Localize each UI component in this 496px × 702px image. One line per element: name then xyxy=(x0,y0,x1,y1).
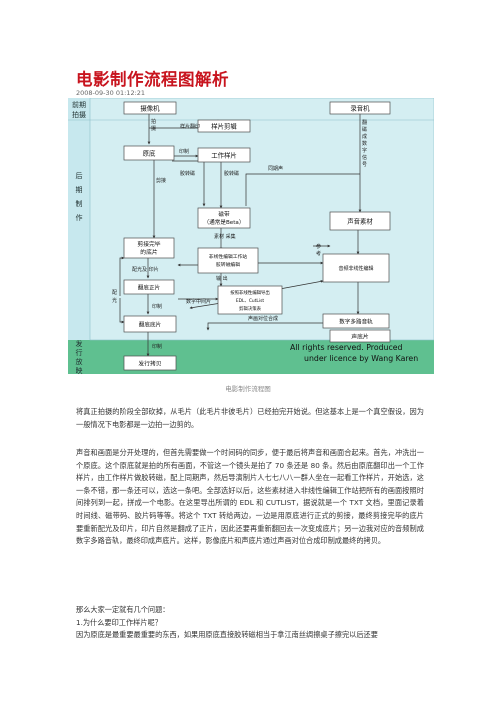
node-release-print xyxy=(123,355,177,371)
edge-ref-1: 参 xyxy=(316,243,321,250)
edge-material: 素材 采集 xyxy=(214,233,236,240)
edge-grade-1: 配 xyxy=(112,290,117,296)
flowchart: 前期 拍摄 后 期 制 作 发 行 放 映 xyxy=(68,98,434,374)
edge-mag-4: 数 xyxy=(362,140,367,147)
node-edl xyxy=(217,285,283,315)
edge-mag-6: 信 xyxy=(362,154,367,161)
node-recorder-label: 录音机 xyxy=(350,104,370,113)
paragraph-1: 将真正拍摄的阶段全部砍掉，从毛片（此毛片非彼毛片）已经拍完开始说。但这基本上是一… xyxy=(76,407,424,429)
node-recorder xyxy=(329,101,391,115)
node-sound-nle xyxy=(322,253,390,283)
paragraph-intro: 将真正拍摄的阶段全部砍掉，从毛片（此毛片非彼毛片）已经拍完开始说。但这基本上是一… xyxy=(76,406,424,431)
node-edl-line2: EDL、CutList xyxy=(236,298,265,304)
edge-mag-7: 号 xyxy=(362,162,367,168)
rights-line1: All rights reserved. Produced xyxy=(290,343,403,352)
edge-mag-3: 成 xyxy=(362,133,367,140)
edge-shoot-1: 拍 xyxy=(151,118,156,125)
label-pre-1: 前期 xyxy=(72,100,86,109)
label-post-4: 作 xyxy=(76,213,83,222)
edge-print-3: 印制 xyxy=(152,343,162,350)
rights-line2: under licence by Wang Karen xyxy=(304,354,418,363)
node-camera xyxy=(123,101,177,115)
node-sound-nle-label: 音频非线性编辑 xyxy=(338,265,373,272)
node-tape xyxy=(197,207,251,229)
node-sound-negative xyxy=(329,329,391,343)
node-sound-neg-label: 声底片 xyxy=(351,333,369,341)
figure-caption: 电影制作流程图 xyxy=(225,385,271,393)
edge-sync-print: 声画对位合成 xyxy=(248,315,278,322)
node-interpos-label: 翻底正片 xyxy=(138,284,161,292)
article-title: 电影制作流程图解析 xyxy=(76,70,229,89)
edge-mag-2: 磁 xyxy=(362,126,367,133)
node-nle-line2: 胶转磁编辑 xyxy=(216,261,240,268)
node-edl-line3: 剪辑决策表 xyxy=(239,305,262,312)
node-interpositive xyxy=(123,279,175,295)
node-edl-line1: 按照非线性编辑导出 xyxy=(230,289,270,296)
node-camera-label: 摄像机 xyxy=(140,104,160,113)
label-release-4: 映 xyxy=(76,366,83,374)
paragraph-3: 那么大家一定就有几个问题： xyxy=(76,605,170,614)
node-digital-track xyxy=(322,313,390,329)
label-release-3: 放 xyxy=(76,357,83,366)
node-cut-neg-line2: 的底片 xyxy=(140,248,158,256)
node-nle xyxy=(197,247,259,274)
edge-export: 输 出 xyxy=(216,275,228,282)
paragraph-questions: 那么大家一定就有几个问题： 1.为什么要印工作样片呢？ 因为原底是最重要最重要的… xyxy=(76,604,424,642)
node-digital-track-label: 数字多路音轨 xyxy=(339,318,373,326)
paragraph-4: 因为原底是最重要最重要的东西，如果用原底直接胶转磁相当于拿江南丝绸擦桌子擦完以后… xyxy=(76,630,378,640)
node-workprint-label: 工作样片 xyxy=(211,151,237,160)
edge-print: 印制 xyxy=(179,148,189,155)
edge-telecine-1: 胶转磁 xyxy=(180,170,195,177)
node-tape-line2: （通常是Beta） xyxy=(204,218,245,226)
node-dailies-label: 样片剪辑 xyxy=(211,122,237,131)
question-1: 1.为什么要印工作样片呢？ xyxy=(76,617,162,627)
edge-print-2: 印制 xyxy=(152,303,162,310)
node-cut-neg-line1: 剪接完毕 xyxy=(137,240,160,248)
edge-mag-5: 字 xyxy=(362,147,367,154)
node-release-label: 发行拷贝 xyxy=(138,360,161,368)
edge-digital-inter: 数字中间片 xyxy=(186,298,211,305)
label-release-1: 发 xyxy=(76,339,83,348)
node-dailies xyxy=(197,119,251,133)
node-negative-label: 原底 xyxy=(143,149,156,158)
edge-mag-1: 翻 xyxy=(362,119,367,126)
node-interneg-label: 翻底底片 xyxy=(139,321,162,329)
label-post-3: 制 xyxy=(76,199,83,208)
edge-sync-sound: 同期声 xyxy=(268,165,283,172)
node-sound xyxy=(329,211,391,231)
edge-shoot-2: 摄 xyxy=(151,125,156,132)
label-pre-2: 拍摄 xyxy=(72,110,86,119)
node-workprint xyxy=(197,147,251,163)
edge-edit: 剪接 xyxy=(156,177,166,184)
node-nle-line1: 非线性编辑工作站 xyxy=(209,253,248,260)
label-post-1: 后 xyxy=(76,171,83,180)
edge-grade-print: 配光及 印片 xyxy=(132,266,159,273)
paragraph-2: 声音和画面是分开处理的，但首先需要做一个时间码的同步，便于最后将声音和画面合起来… xyxy=(76,448,424,546)
edge-grade-2: 光 xyxy=(112,297,117,304)
node-sound-label: 声音素材 xyxy=(347,217,373,226)
label-post-2: 期 xyxy=(76,186,83,194)
node-cut-negative xyxy=(123,237,175,259)
node-tape-line1: 磁带 xyxy=(218,210,230,218)
node-negative xyxy=(123,145,175,161)
post-date: 2008-09-30 01:12:21 xyxy=(76,89,146,97)
label-release-2: 行 xyxy=(76,348,83,357)
edge-workprint: 样片翻印 xyxy=(180,123,200,130)
edge-telecine-2: 胶转磁 xyxy=(224,170,239,177)
edge-ref-2: 考 xyxy=(316,251,321,257)
node-internegative xyxy=(123,315,177,333)
paragraph-process: 声音和画面是分开处理的，但首先需要做一个时间码的同步，便于最后将声音和画面合起来… xyxy=(76,447,424,548)
